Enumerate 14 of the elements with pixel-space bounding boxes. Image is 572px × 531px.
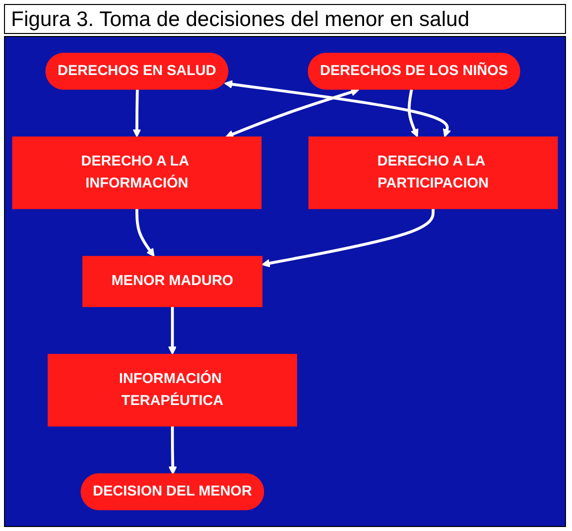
node-box <box>308 136 558 210</box>
node-box <box>82 256 262 308</box>
arrow <box>135 208 155 257</box>
arrow <box>132 90 142 138</box>
arrow <box>225 88 360 138</box>
arrow <box>224 80 451 138</box>
node-box <box>12 136 262 210</box>
arrow <box>408 89 418 138</box>
arrow <box>168 426 177 475</box>
node-box <box>48 354 298 427</box>
figure-title: Figura 3. Toma de decisiones del menor en salud <box>4 4 566 34</box>
arrow <box>168 306 177 355</box>
arrow <box>262 208 435 268</box>
diagram-background: DERECHOS EN SALUD DERECHOS DE LOS NIÑOS DERECHO A LA INFORMACIÓN DERECHO A LA PARTICIPACION MENOR MADURO INFORMACIÓN TERAPÉUTICA DECISION DEL MENOR <box>4 36 566 527</box>
